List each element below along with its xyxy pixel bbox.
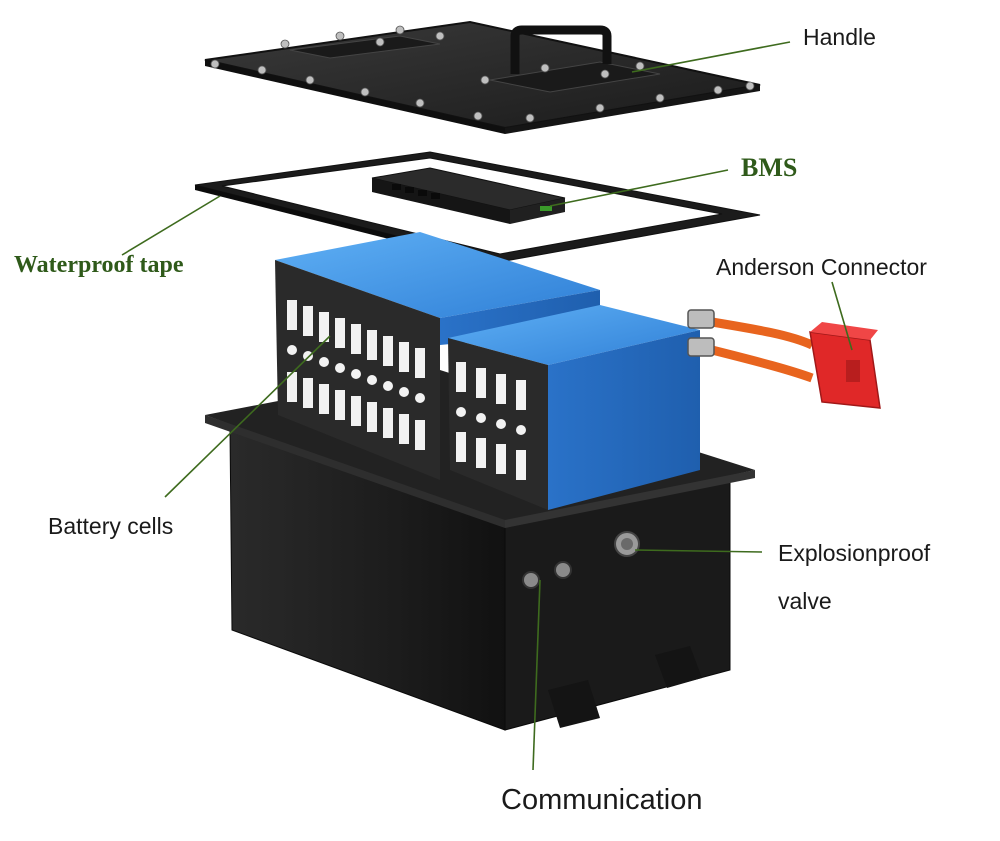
label-anderson-connector: Anderson Connector (716, 254, 927, 280)
battery-cells (275, 232, 700, 510)
label-communication: Communication (501, 784, 703, 816)
label-bms: BMS (741, 153, 798, 182)
leader-line-communication (532, 579, 541, 771)
label-explosionproof-valve-line2: valve (778, 588, 832, 614)
leader-lines (121, 41, 853, 771)
leader-line-bms (549, 169, 729, 207)
label-handle: Handle (803, 24, 876, 50)
leader-line-handle (631, 41, 791, 73)
bms-module (371, 167, 566, 224)
label-battery-cells: Battery cells (48, 513, 174, 539)
leader-line-anderson-connector (831, 281, 853, 351)
label-explosionproof-valve-line1: Explosionproof (778, 540, 931, 566)
leader-line-explosionproof-valve (634, 549, 763, 553)
leader-line-waterproof-tape (121, 195, 221, 256)
lid (204, 20, 761, 134)
handle (510, 25, 612, 74)
label-waterproof-tape: Waterproof tape (14, 252, 184, 278)
anderson-connector (687, 309, 881, 409)
lid-bolts (210, 25, 755, 123)
leader-line-battery-cells (164, 335, 331, 498)
